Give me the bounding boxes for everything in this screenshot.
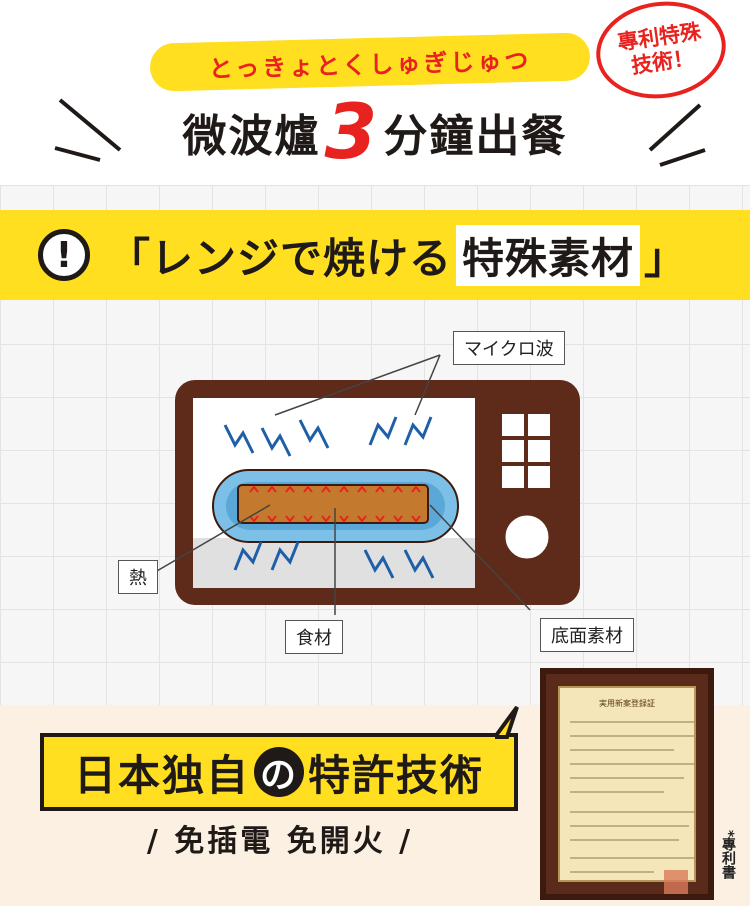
bubble-tail [495,705,519,739]
patent-bubble: 日本独自 の 特許技術 [40,733,518,811]
banner-text-post: 」 [644,233,688,283]
certificate-lines [570,721,694,894]
bubble-pre: 日本独自 [73,750,250,800]
microwave-waves [223,416,435,579]
heat-marks [249,485,421,523]
oven-floor [193,538,475,588]
exclamation-icon: ! [38,229,90,281]
headline-pre: 微波爐 [182,111,321,162]
certificate: 実用新案登録証 [558,686,696,894]
accent-line-left-2 [54,146,101,162]
banner-text-pre: 「レンジで焼ける [108,233,453,283]
certificate-note: *專利書 [720,830,736,880]
certificate-frame: 実用新案登録証 [540,668,714,900]
label-microwave: マイクロ波 [453,331,565,365]
headline-post: 分鐘出餐 [383,111,568,162]
banner-highlight: 特殊素材 [456,224,641,286]
ruby-text: とっきょとくしゅぎじゅつ [208,46,532,83]
label-heat: 熱 [118,560,158,594]
bubble-no-circle: の [254,747,304,797]
certificate-seal [664,870,688,894]
oven-keypad [498,410,554,492]
headline: 微波爐 3 分鐘出餐 [0,92,750,172]
accent-line-right-2 [659,148,706,167]
header-decoration [54,98,706,167]
certificate-title: 実用新案登録証 [599,699,655,708]
accent-line-left-1 [58,98,122,152]
label-food: 食材 [285,620,343,654]
banner-text: 「レンジで焼ける特殊素材」 [108,224,688,286]
sub-line: / 免插電 免開火 / [146,824,414,859]
accent-line-right-1 [648,103,702,152]
feature-banner: ! 「レンジで焼ける特殊素材」 [0,210,750,300]
headline-number: 3 [324,87,380,176]
callout-lines [149,354,531,615]
oven-dial [502,512,552,562]
label-base: 底面素材 [540,618,634,652]
microwave-diagram [149,354,580,615]
food [237,484,429,524]
bubble-post: 特許技術 [308,750,485,800]
